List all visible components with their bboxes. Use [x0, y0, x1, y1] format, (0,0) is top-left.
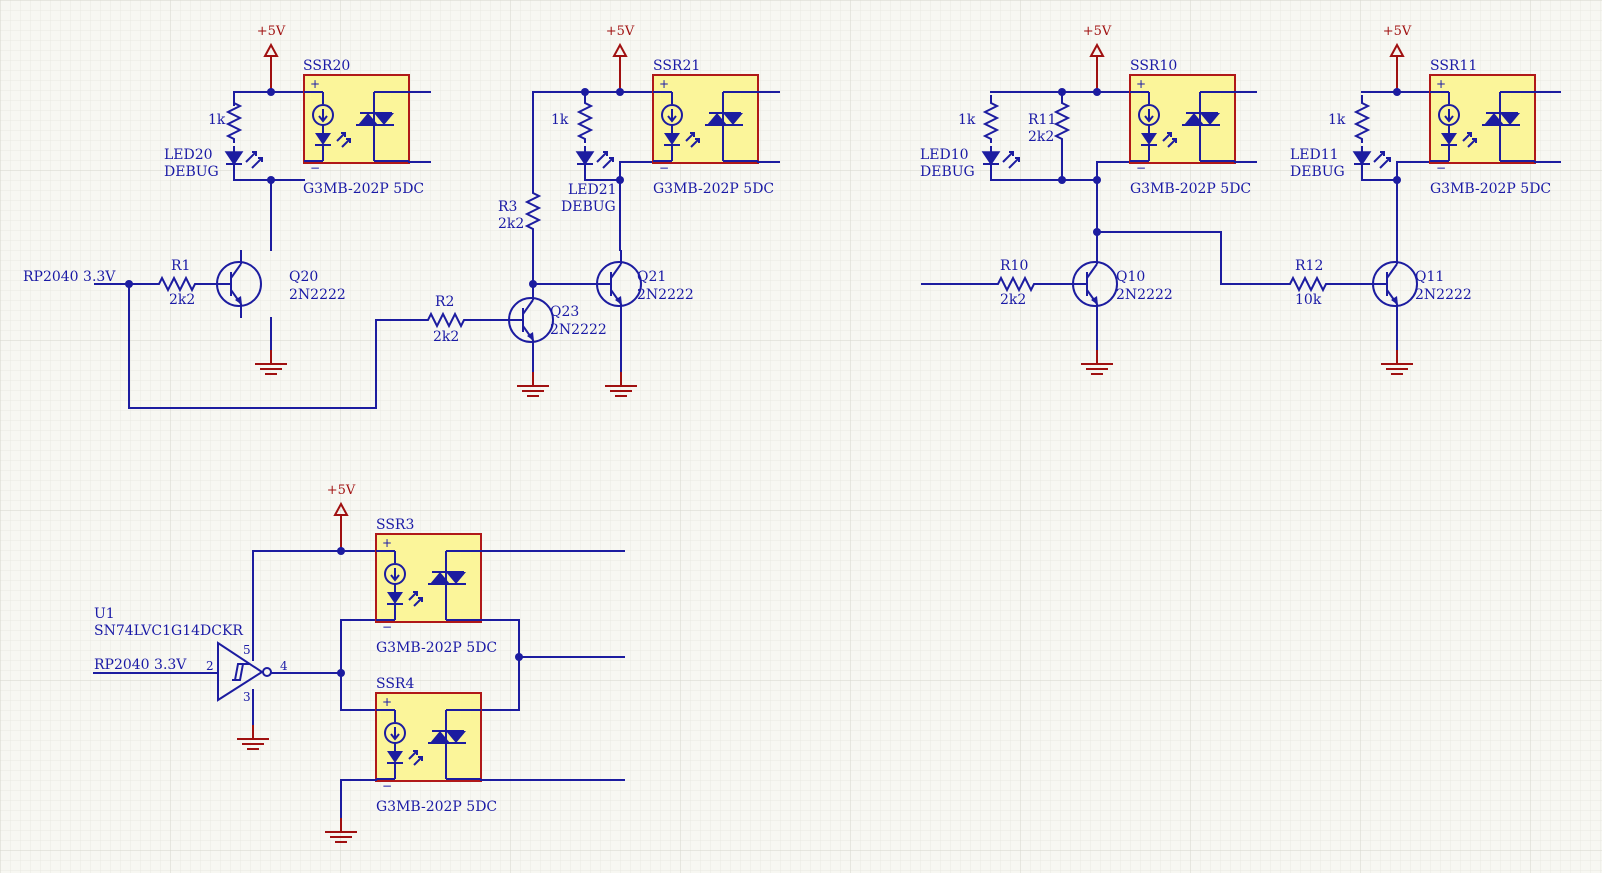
q21-part: 2N2222: [637, 287, 694, 303]
q21-ref: Q21: [637, 269, 666, 285]
q11-ref: Q11: [1415, 269, 1444, 285]
circuit-bottom-group: +5V U1 SN74LVC1G14DCKR RP2040 3.3V 2 5 3…: [93, 483, 625, 843]
r1-value: 2k2: [169, 292, 195, 308]
ssr11-ref: SSR11: [1430, 58, 1477, 74]
u1-pin2: 2: [206, 659, 214, 673]
r3-value: 2k2: [498, 216, 524, 232]
ssr4-ref: SSR4: [376, 676, 414, 692]
ssr-pin-plus: +: [382, 536, 392, 550]
q20-part: 2N2222: [289, 287, 346, 303]
ssr20-part: G3MB-202P 5DC: [303, 181, 424, 197]
resistor-value: 1k: [958, 112, 976, 128]
ssr-pin-minus: −: [1136, 161, 1146, 175]
power-label: +5V: [1083, 24, 1112, 39]
ssr20-ref: SSR20: [303, 58, 350, 74]
ssr-pin-plus: +: [1436, 77, 1446, 91]
circuit-right-group: +5V 1k LED10 DEBUG R11 2k2 + − SSR10 G3M…: [920, 24, 1561, 375]
r10-ref: R10: [1000, 258, 1028, 274]
r10-value: 2k2: [1000, 292, 1026, 308]
r2-ref: R2: [435, 294, 454, 310]
ssr21-part: G3MB-202P 5DC: [653, 181, 774, 197]
led21-ref: LED21: [568, 182, 617, 198]
ssr3-relay: + −: [375, 533, 482, 634]
power-label: +5V: [327, 483, 356, 498]
led11-debug: DEBUG: [1290, 164, 1345, 180]
ssr-pin-plus: +: [1136, 77, 1146, 91]
led10-debug: DEBUG: [920, 164, 975, 180]
q10-ref: Q10: [1116, 269, 1145, 285]
q11-part: 2N2222: [1415, 287, 1472, 303]
ssr10-part: G3MB-202P 5DC: [1130, 181, 1251, 197]
led10-ref: LED10: [920, 147, 969, 163]
r12-value: 10k: [1295, 292, 1322, 308]
ssr-pin-minus: −: [310, 161, 320, 175]
resistor-value: 1k: [208, 112, 226, 128]
r3-ref: R3: [498, 199, 517, 215]
ssr21-relay: + −: [652, 74, 759, 175]
ssr-pin-minus: −: [659, 161, 669, 175]
ssr-pin-minus: −: [1436, 161, 1446, 175]
ssr10-relay: + −: [1129, 74, 1236, 175]
resistor-value: 1k: [1328, 112, 1346, 128]
q23-part: 2N2222: [550, 322, 607, 338]
led20-ref: LED20: [164, 147, 213, 163]
power-label: +5V: [606, 24, 635, 39]
led11-ref: LED11: [1290, 147, 1339, 163]
ssr3-ref: SSR3: [376, 517, 414, 533]
ssr3-part: G3MB-202P 5DC: [376, 640, 497, 656]
led21-debug: DEBUG: [561, 199, 616, 215]
ssr21-ref: SSR21: [653, 58, 700, 74]
u1-ref: U1: [94, 606, 115, 622]
input-net-label: RP2040 3.3V: [23, 269, 116, 285]
q10-part: 2N2222: [1116, 287, 1173, 303]
r1-ref: R1: [171, 258, 190, 274]
u1-pin3: 3: [243, 690, 251, 704]
ssr-pin-plus: +: [659, 77, 669, 91]
u1-pin5: 5: [243, 643, 251, 657]
circuit-left-group: +5V 1k LED20 DEBUG + − SSR20 G3MB-202P 5…: [23, 24, 780, 409]
u1-pin4: 4: [280, 659, 288, 673]
ssr-pin-plus: +: [382, 695, 392, 709]
input-net-label: RP2040 3.3V: [94, 657, 187, 673]
resistor-value: 1k: [551, 112, 569, 128]
r11-ref: R11: [1028, 112, 1056, 128]
r2-value: 2k2: [433, 329, 459, 345]
power-label: +5V: [257, 24, 286, 39]
ssr11-part: G3MB-202P 5DC: [1430, 181, 1551, 197]
ssr-pin-minus: −: [382, 779, 392, 793]
ssr10-ref: SSR10: [1130, 58, 1177, 74]
ssr-pin-minus: −: [382, 620, 392, 634]
ssr-pin-plus: +: [310, 77, 320, 91]
r11-value: 2k2: [1028, 129, 1054, 145]
u1-part: SN74LVC1G14DCKR: [94, 623, 243, 639]
ssr4-part: G3MB-202P 5DC: [376, 799, 497, 815]
ssr11-relay: + −: [1429, 74, 1536, 175]
q20-ref: Q20: [289, 269, 318, 285]
power-label: +5V: [1383, 24, 1412, 39]
led20-debug: DEBUG: [164, 164, 219, 180]
r12-ref: R12: [1295, 258, 1323, 274]
ssr4-relay: + −: [375, 692, 482, 793]
q23-ref: Q23: [550, 304, 579, 320]
ssr20-relay: + −: [303, 74, 410, 175]
